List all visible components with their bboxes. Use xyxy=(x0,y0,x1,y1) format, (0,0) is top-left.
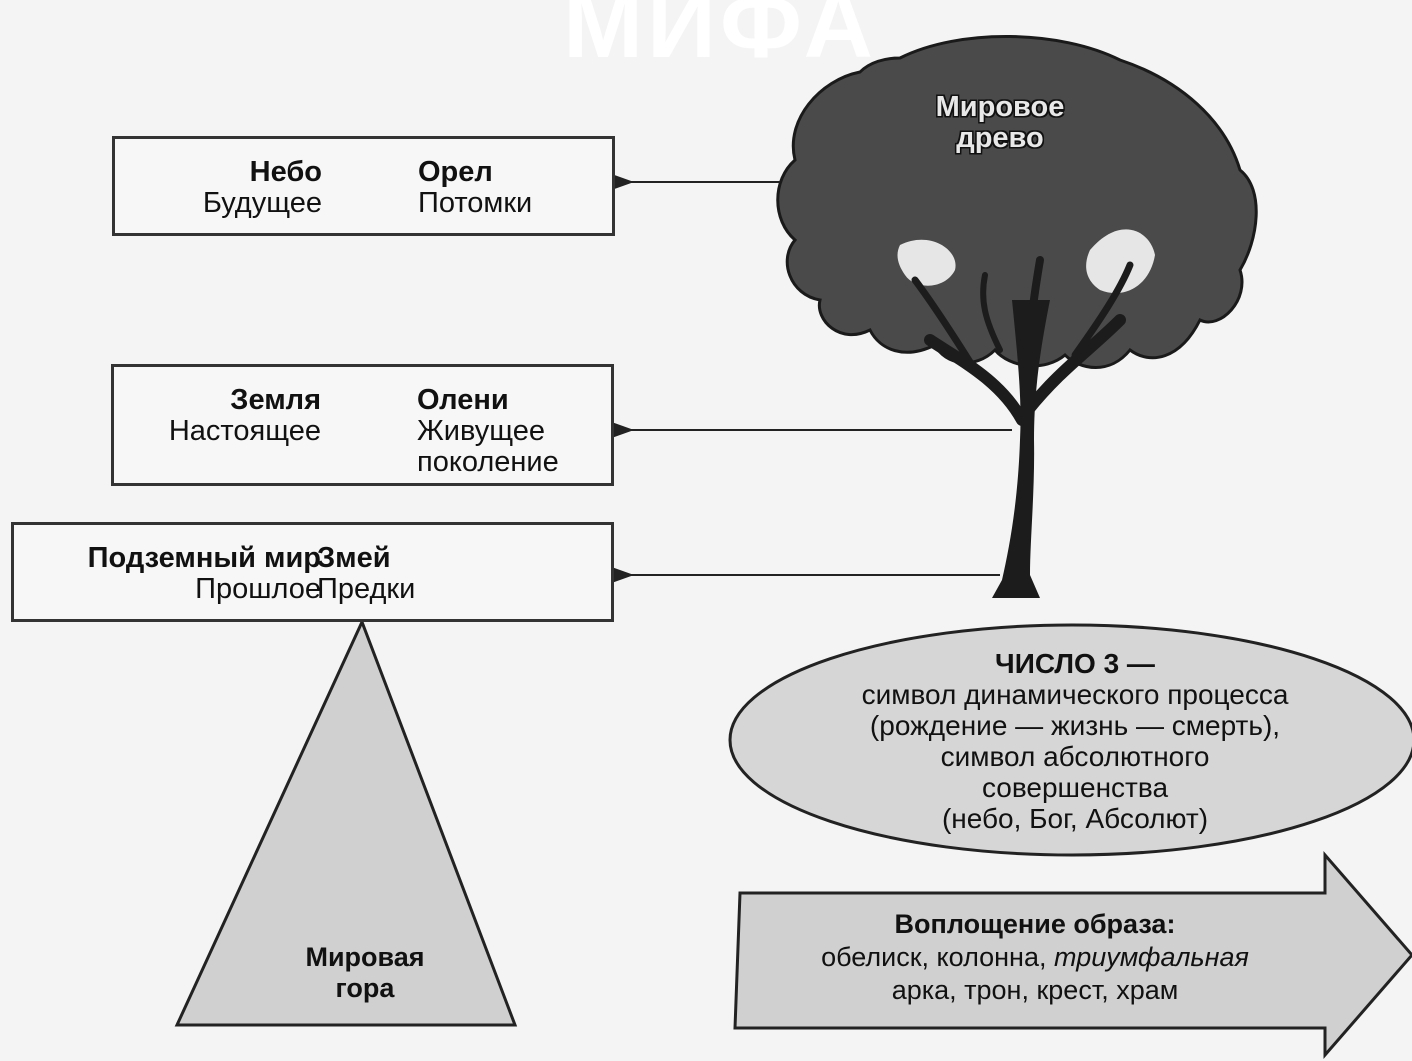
background-title: МИФА xyxy=(563,0,877,78)
level-box-underworld: Подземный мир Прошлое Змей Предки xyxy=(11,522,614,622)
realm-label: Земля xyxy=(230,384,321,416)
realm-label: Подземный мир xyxy=(87,542,321,574)
number-three-ellipse xyxy=(728,623,1412,857)
embodiment-arrow xyxy=(733,850,1412,1060)
earth-right-column: Олени Живущее поколение xyxy=(417,385,559,478)
time-label: Прошлое xyxy=(195,573,321,605)
embodiment-line2-b: триумфальная xyxy=(1054,942,1249,972)
time-label: Настоящее xyxy=(168,415,321,447)
creature-label: Олени xyxy=(417,384,509,416)
embodiment-text: Воплощение образа: обелиск, колонна, три… xyxy=(745,908,1325,1007)
embodiment-line3: арка, трон, крест, храм xyxy=(891,975,1179,1005)
underworld-right-column: Змей Предки xyxy=(317,543,415,605)
number-three-line: совершенства xyxy=(981,772,1169,803)
number-three-title: ЧИСЛО 3 — xyxy=(995,648,1155,679)
time-label: Будущее xyxy=(202,187,322,219)
earth-left-column: Земля Настоящее xyxy=(169,385,321,447)
generation-label: Живущее xyxy=(417,415,546,447)
realm-label: Небо xyxy=(249,156,322,188)
world-mountain-shape xyxy=(174,618,518,1027)
world-mountain-label-line2: гора xyxy=(335,973,395,1003)
number-three-line: (рождение — жизнь — смерть), xyxy=(869,710,1281,741)
number-three-line: (небо, Бог, Абсолют) xyxy=(941,803,1209,834)
level-box-sky: Небо Будущее Орел Потомки xyxy=(112,136,615,236)
sky-right-column: Орел Потомки xyxy=(418,157,532,219)
level-box-earth: Земля Настоящее Олени Живущее поколение xyxy=(111,364,614,486)
number-three-line: символ абсолютного xyxy=(940,741,1210,772)
embodiment-title: Воплощение образа: xyxy=(894,909,1176,939)
world-tree-label-line2: древо xyxy=(956,122,1044,154)
world-tree-label: Мировое древо xyxy=(875,92,1125,154)
number-three-text: ЧИСЛО 3 — символ динамического процесса … xyxy=(760,648,1390,834)
embodiment-line2-a: обелиск, колонна, xyxy=(821,942,1047,972)
crown-light-patch xyxy=(897,239,956,286)
sky-left-column: Небо Будущее xyxy=(203,157,322,219)
embodiment-line2: обелиск, колонна, триумфальная xyxy=(745,941,1325,974)
underworld-left-column: Подземный мир Прошлое xyxy=(88,543,321,605)
world-tree-label-line1: Мировое xyxy=(935,91,1065,123)
generation-label: Предки xyxy=(317,573,416,605)
creature-label: Змей xyxy=(317,542,391,574)
crown-light-patch xyxy=(1086,229,1155,294)
world-mountain-label-line1: Мировая xyxy=(305,942,425,972)
world-mountain-label: Мировая гора xyxy=(250,942,480,1004)
number-three-line: символ динамического процесса xyxy=(861,679,1289,710)
creature-label: Орел xyxy=(418,156,493,188)
world-tree-branches xyxy=(911,256,1134,426)
generation-label-cont: поколение xyxy=(417,446,559,478)
generation-label: Потомки xyxy=(418,187,533,219)
world-tree-trunk xyxy=(992,300,1050,598)
